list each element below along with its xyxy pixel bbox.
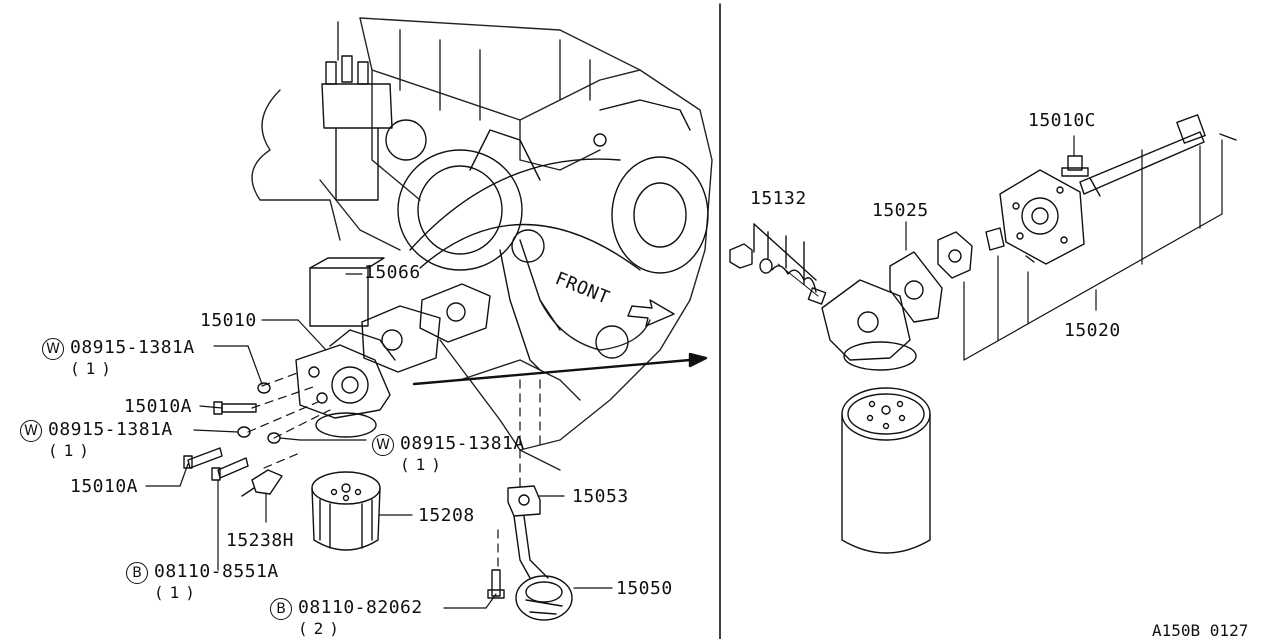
pump-cover-15020 (999, 169, 1085, 265)
callout-15053: 15053 (572, 486, 629, 507)
pump-body-right (821, 279, 917, 371)
qty-bolt-1: (1) (154, 583, 201, 602)
callout-washer-1: 08915-1381A (70, 337, 195, 358)
qty-washer-1: (1) (70, 359, 117, 378)
washer-1 (257, 382, 271, 394)
gasket-15053 (507, 485, 541, 517)
bolt-15010A-bottom (183, 447, 223, 469)
outer-rotor (985, 227, 1005, 251)
front-arrow (627, 299, 675, 327)
gasket-15066 (309, 257, 491, 373)
reference-code: A150B 0127 (1152, 621, 1249, 640)
pointer-arrow (412, 352, 708, 386)
gasket-15025 (889, 251, 943, 323)
bolt-08110-82062 (487, 569, 505, 599)
bolt-mark-1: B (126, 562, 148, 584)
callout-15010A-bottom: 15010A (70, 476, 139, 497)
callout-bolt-1: 08110-8551A (154, 561, 279, 582)
callout-15010C: 15010C (1028, 110, 1097, 131)
leader-lines-right (905, 135, 1223, 361)
callout-bolt-2: 08110-82062 (298, 597, 423, 618)
relief-valve-15132 (729, 223, 827, 305)
washer-mark-2: W (20, 420, 42, 442)
alternator (397, 99, 709, 371)
qty-washer-2: (1) (48, 441, 95, 460)
inner-rotor (937, 231, 973, 279)
callout-15132: 15132 (750, 188, 807, 209)
distributor (321, 55, 427, 201)
callout-15208: 15208 (418, 505, 475, 526)
oil-filter-15208 (311, 471, 381, 551)
callout-15238H: 15238H (226, 530, 295, 551)
callout-15066: 15066 (364, 262, 421, 283)
qty-washer-3: (1) (400, 455, 447, 474)
strainer-15050 (513, 515, 573, 621)
qty-bolt-2: (2) (298, 619, 345, 638)
oil-filter-right (841, 387, 931, 554)
sensor-15238H (241, 469, 283, 497)
bolt-15010C (1061, 155, 1089, 177)
drive-shaft (1025, 114, 1237, 263)
callout-washer-3: 08915-1381A (400, 433, 525, 454)
callout-15050: 15050 (616, 578, 673, 599)
washer-mark-3: W (372, 434, 394, 456)
exploded-lines-left (247, 371, 541, 571)
callout-15020: 15020 (1064, 320, 1121, 341)
callout-15010: 15010 (200, 310, 257, 331)
callout-15010A-top: 15010A (124, 396, 193, 417)
bolt-mark-2: B (270, 598, 292, 620)
callout-washer-2: 08915-1381A (48, 419, 173, 440)
oil-pump-assembly-left (295, 329, 396, 438)
leader-lines-left (145, 273, 613, 609)
bolt-08110-8551A (211, 457, 249, 481)
washer-mark-1: W (42, 338, 64, 360)
callout-15025: 15025 (872, 200, 929, 221)
